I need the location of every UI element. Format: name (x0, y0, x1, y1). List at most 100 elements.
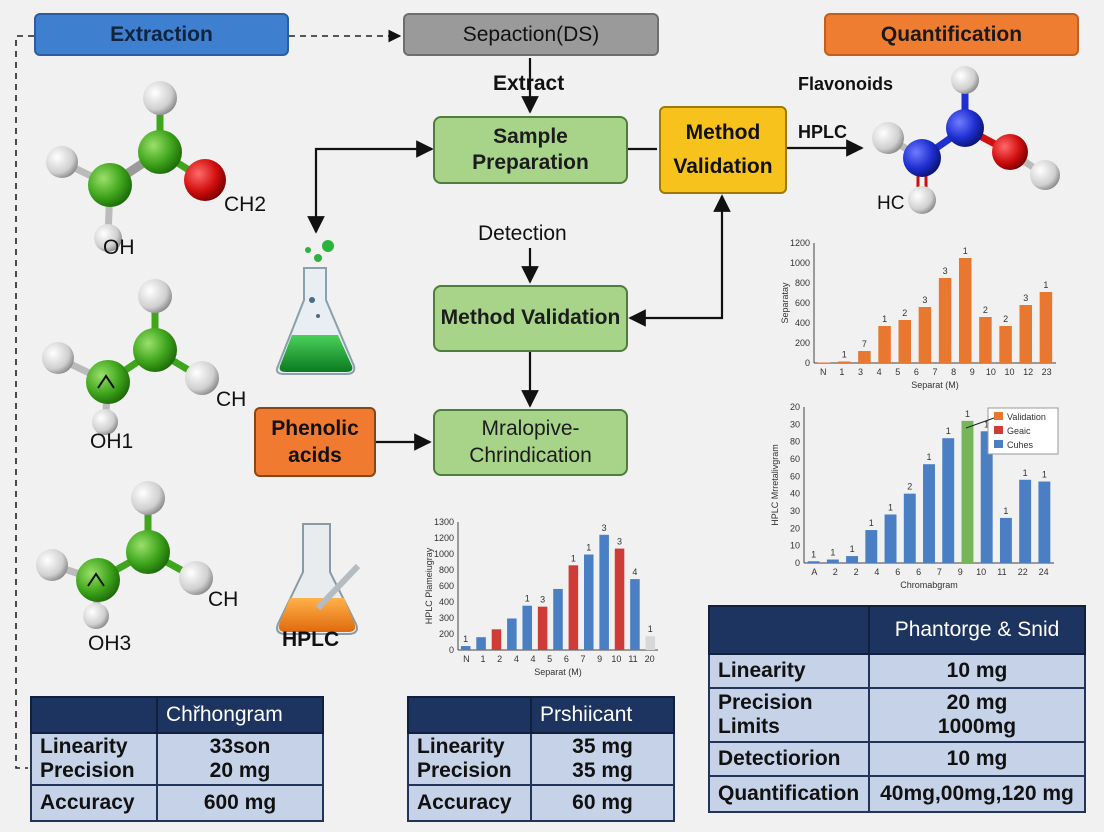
chart2-legend-label: Geaic (1007, 426, 1031, 436)
chart3-xtick-label: 4 (530, 654, 535, 664)
chart3-bar (630, 579, 640, 650)
chart2-xtick-label: 9 (958, 567, 963, 577)
phenolic-acids-box[interactable]: Phenolic acids (254, 407, 376, 477)
chart3-bar (599, 534, 609, 650)
chart1-bar (878, 326, 891, 363)
table-right-row3-label: Detectiorion (708, 741, 870, 777)
detection-label: Detection (478, 222, 567, 245)
chart3-xtick-label: 20 (645, 654, 655, 664)
separation-header[interactable]: Sepaction(DS) (403, 13, 659, 56)
chart3-ytick-label: 0 (449, 645, 454, 655)
chart3-xtick-label: 4 (514, 654, 519, 664)
chart3-xtick-label: N (463, 654, 470, 664)
chart1-ytick-label: 400 (795, 318, 810, 328)
chart2-data-label: 1 (946, 426, 951, 436)
chart2-bar (942, 438, 955, 563)
chart2-ytick-label: 20 (790, 402, 800, 412)
chart1-data-label: 3 (943, 266, 948, 276)
method-validation-yellow-box[interactable]: Method Validation (659, 106, 787, 194)
chart2-legend-swatch (994, 440, 1003, 448)
chart2-legend-label: Cuhes (1007, 440, 1034, 450)
chart3-bar (460, 646, 471, 650)
chart1-data-label: 1 (963, 246, 968, 256)
chart3-data-label: 1 (586, 542, 591, 552)
chart2-legend-label: Validation (1007, 412, 1046, 422)
chart1-bar (938, 278, 952, 363)
chart2-xtick-label: 7 (937, 567, 942, 577)
flavonoids-label: Flavonoids (798, 74, 894, 94)
chart2-ylabel: HPLC Mrretalivgram (770, 444, 780, 526)
chart3-data-label: 4 (632, 567, 637, 577)
method-validation-box[interactable]: Method Validation (433, 285, 628, 352)
chart1-data-label: 3 (1023, 293, 1028, 303)
chrindication-box[interactable]: Mralopive-Chrindication (433, 409, 628, 476)
chart2-data-label: 1 (965, 409, 970, 419)
chart1-xtick-label: 1 (839, 367, 844, 377)
chart3-bar (568, 565, 579, 650)
sample-preparation-box[interactable]: Sample Preparation (433, 116, 628, 184)
table-middle-header: Prshiicant (530, 696, 675, 734)
chart2-xtick-label: 4 (874, 567, 879, 577)
chart2-legend-swatch (994, 426, 1003, 434)
chem-label-oh: OH (103, 236, 135, 259)
chart2-xtick-label: 2 (854, 567, 859, 577)
molecule-icon-4 (872, 66, 1060, 214)
chart3-data-label: 3 (540, 595, 545, 605)
chart3-data-label: 1 (648, 624, 653, 634)
chart2-bar (980, 431, 993, 563)
chart1-bar (979, 317, 992, 363)
chart1-ytick-label: 1000 (790, 258, 810, 268)
chart3-ytick-label: 1000 (434, 549, 454, 559)
table-right-row2-value: 20 mg 1000mg (868, 687, 1086, 743)
chem-label-ch2: CH2 (224, 193, 267, 216)
chart3-data-label: 1 (463, 634, 468, 644)
chart1-xtick-label: 23 (1042, 367, 1052, 377)
molecule-icon-3 (36, 481, 213, 629)
chart1-ylabel: Separatay (780, 282, 790, 324)
chart2-xtick-label: 6 (895, 567, 900, 577)
extract-label: Extract (493, 72, 565, 95)
quantification-header[interactable]: Quantification (824, 13, 1079, 56)
chart3-xtick-label: 5 (547, 654, 552, 664)
chart2-xlabel: Chromabgram (900, 580, 958, 590)
chart2-data-label: 1 (811, 549, 816, 559)
chart2-xtick-label: 2 (833, 567, 838, 577)
chart2-xtick-label: 24 (1039, 567, 1049, 577)
chart3-data-label: 1 (525, 594, 530, 604)
chart2-bar (846, 556, 859, 563)
chart3-xlabel: Separat (M) (534, 667, 582, 677)
chem-label-oh1: OH1 (90, 430, 134, 453)
chem-label-ch-3: CH (208, 588, 239, 611)
chart3-xtick-label: 7 (580, 654, 585, 664)
chart1-bar (1019, 305, 1033, 363)
chart1-xtick-label: 10 (1004, 367, 1014, 377)
table-right-row3-value: 10 mg (868, 741, 1086, 777)
chart2-ytick-label: 0 (795, 558, 800, 568)
chart2-data-label: 1 (830, 548, 835, 558)
chart2-data-label: 1 (869, 518, 874, 528)
chart1-data-label: 1 (1043, 280, 1048, 290)
chart2-ytick-label: 20 (790, 523, 800, 533)
chart1-data-label: 2 (1003, 314, 1008, 324)
chart3-ytick-label: 1200 (434, 533, 454, 543)
arrow-validation-loop (628, 194, 731, 327)
table-middle-row1-label: Linearity Precision (407, 732, 532, 786)
extraction-header[interactable]: Extraction (34, 13, 289, 56)
chart3-bar (584, 554, 594, 650)
chart1-xtick-label: 6 (914, 367, 919, 377)
chart3-xtick-label: 2 (497, 654, 502, 664)
chart2-bar (884, 514, 897, 563)
chart3-data-label: 1 (571, 553, 576, 563)
chart2-data-label: 1 (1023, 468, 1028, 478)
table-right-row1-label: Linearity (708, 653, 870, 689)
chem-label-hc: HC (877, 193, 905, 214)
molecule-icon-1 (46, 81, 226, 252)
chart2-bar (903, 493, 916, 563)
chart1-data-label: 1 (882, 314, 887, 324)
chart1-bar (918, 307, 932, 363)
chart1-data-label: 1 (842, 350, 847, 360)
chart2-ytick-label: 60 (790, 471, 800, 481)
chart1-bar (858, 351, 871, 363)
